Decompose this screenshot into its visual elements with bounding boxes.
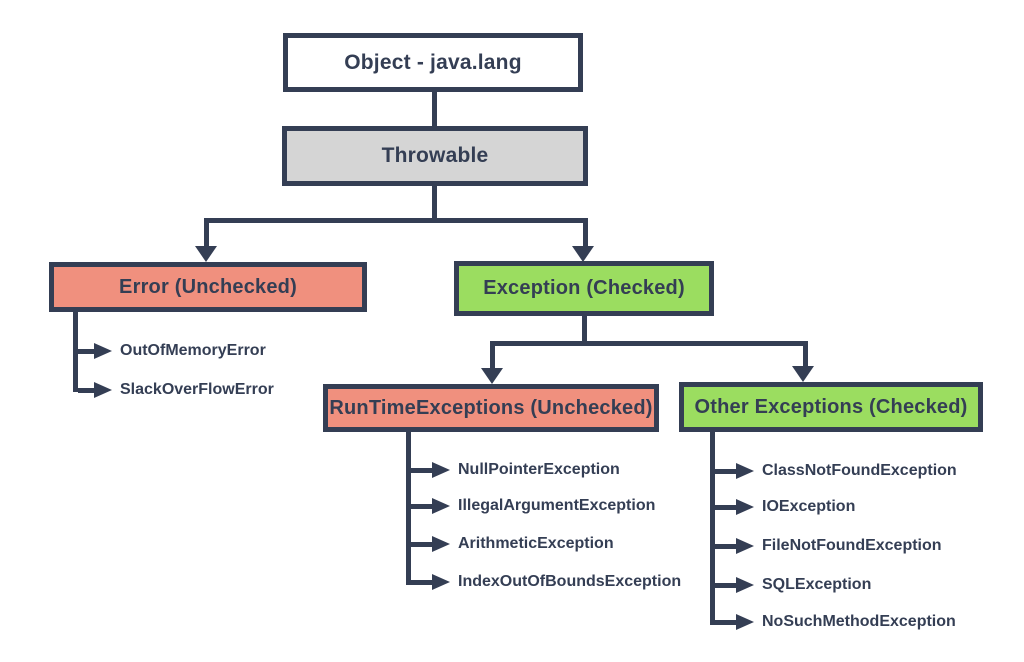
connector-line bbox=[490, 341, 808, 346]
list-item: IOException bbox=[715, 498, 855, 516]
node-label: Other Exceptions (Checked) bbox=[694, 395, 968, 418]
arrow-down-icon bbox=[792, 366, 814, 382]
arrow-right-icon bbox=[736, 499, 754, 515]
arrow-down-icon bbox=[572, 246, 594, 262]
child-label: IllegalArgumentException bbox=[458, 497, 656, 514]
arrow-right-icon bbox=[432, 498, 450, 514]
list-item: IllegalArgumentException bbox=[411, 497, 655, 515]
node-exception: Exception (Checked) bbox=[454, 261, 714, 316]
child-label: FileNotFoundException bbox=[762, 537, 942, 554]
node-label: Exception (Checked) bbox=[483, 277, 685, 299]
connector-line bbox=[583, 221, 588, 247]
child-label: IndexOutOfBoundsException bbox=[458, 573, 682, 590]
connector-line bbox=[432, 184, 437, 222]
node-label: Error (Unchecked) bbox=[119, 275, 297, 298]
connector-line bbox=[803, 344, 808, 368]
list-item: NullPointerException bbox=[411, 461, 620, 479]
list-item: SlackOverFlowError bbox=[78, 381, 274, 399]
connector-line bbox=[715, 582, 736, 588]
child-label: SQLException bbox=[762, 576, 872, 593]
connector-line bbox=[411, 503, 432, 509]
connector-line bbox=[582, 314, 587, 344]
arrow-right-icon bbox=[736, 463, 754, 479]
connector-line bbox=[204, 221, 209, 247]
list-item: ClassNotFoundException bbox=[715, 462, 957, 480]
node-runtime-exceptions: RunTimeExceptions (Unchecked) bbox=[323, 384, 659, 432]
connector-line bbox=[715, 504, 736, 510]
connector-line bbox=[406, 430, 411, 585]
connector-line bbox=[411, 467, 432, 473]
connector-line bbox=[78, 387, 94, 393]
connector-line bbox=[715, 619, 736, 625]
connector-line bbox=[411, 579, 432, 585]
connector-line bbox=[78, 348, 94, 354]
arrow-down-icon bbox=[481, 368, 503, 384]
connector-line bbox=[73, 310, 78, 392]
child-label: SlackOverFlowError bbox=[120, 381, 274, 398]
connector-line bbox=[411, 541, 432, 547]
arrow-right-icon bbox=[736, 614, 754, 630]
list-item: IndexOutOfBoundsException bbox=[411, 573, 681, 591]
arrow-right-icon bbox=[94, 343, 112, 359]
list-item: FileNotFoundException bbox=[715, 537, 942, 555]
arrow-right-icon bbox=[736, 538, 754, 554]
list-item: SQLException bbox=[715, 576, 871, 594]
node-throwable: Throwable bbox=[282, 126, 588, 186]
connector-line bbox=[715, 468, 736, 474]
arrow-right-icon bbox=[432, 536, 450, 552]
arrow-right-icon bbox=[736, 577, 754, 593]
child-label: IOException bbox=[762, 498, 856, 515]
connector-line bbox=[715, 543, 736, 549]
child-label: NullPointerException bbox=[458, 461, 620, 478]
node-label: Object - java.lang bbox=[344, 50, 522, 74]
arrow-down-icon bbox=[195, 246, 217, 262]
node-label: RunTimeExceptions (Unchecked) bbox=[329, 396, 653, 419]
connector-line bbox=[710, 430, 715, 625]
arrow-right-icon bbox=[432, 462, 450, 478]
arrow-right-icon bbox=[432, 574, 450, 590]
connector-line bbox=[432, 90, 437, 130]
connector-line bbox=[204, 218, 588, 223]
child-label: NoSuchMethodException bbox=[762, 613, 956, 630]
arrow-right-icon bbox=[94, 382, 112, 398]
node-other-exceptions: Other Exceptions (Checked) bbox=[679, 382, 983, 432]
list-item: NoSuchMethodException bbox=[715, 613, 956, 631]
child-label: ArithmeticException bbox=[458, 535, 614, 552]
child-label: OutOfMemoryError bbox=[120, 342, 266, 359]
list-item: OutOfMemoryError bbox=[78, 342, 266, 360]
node-label: Throwable bbox=[381, 144, 489, 167]
list-item: ArithmeticException bbox=[411, 535, 614, 553]
node-error: Error (Unchecked) bbox=[49, 262, 367, 312]
node-object: Object - java.lang bbox=[283, 33, 583, 92]
child-label: ClassNotFoundException bbox=[762, 462, 957, 479]
connector-line bbox=[490, 344, 495, 368]
